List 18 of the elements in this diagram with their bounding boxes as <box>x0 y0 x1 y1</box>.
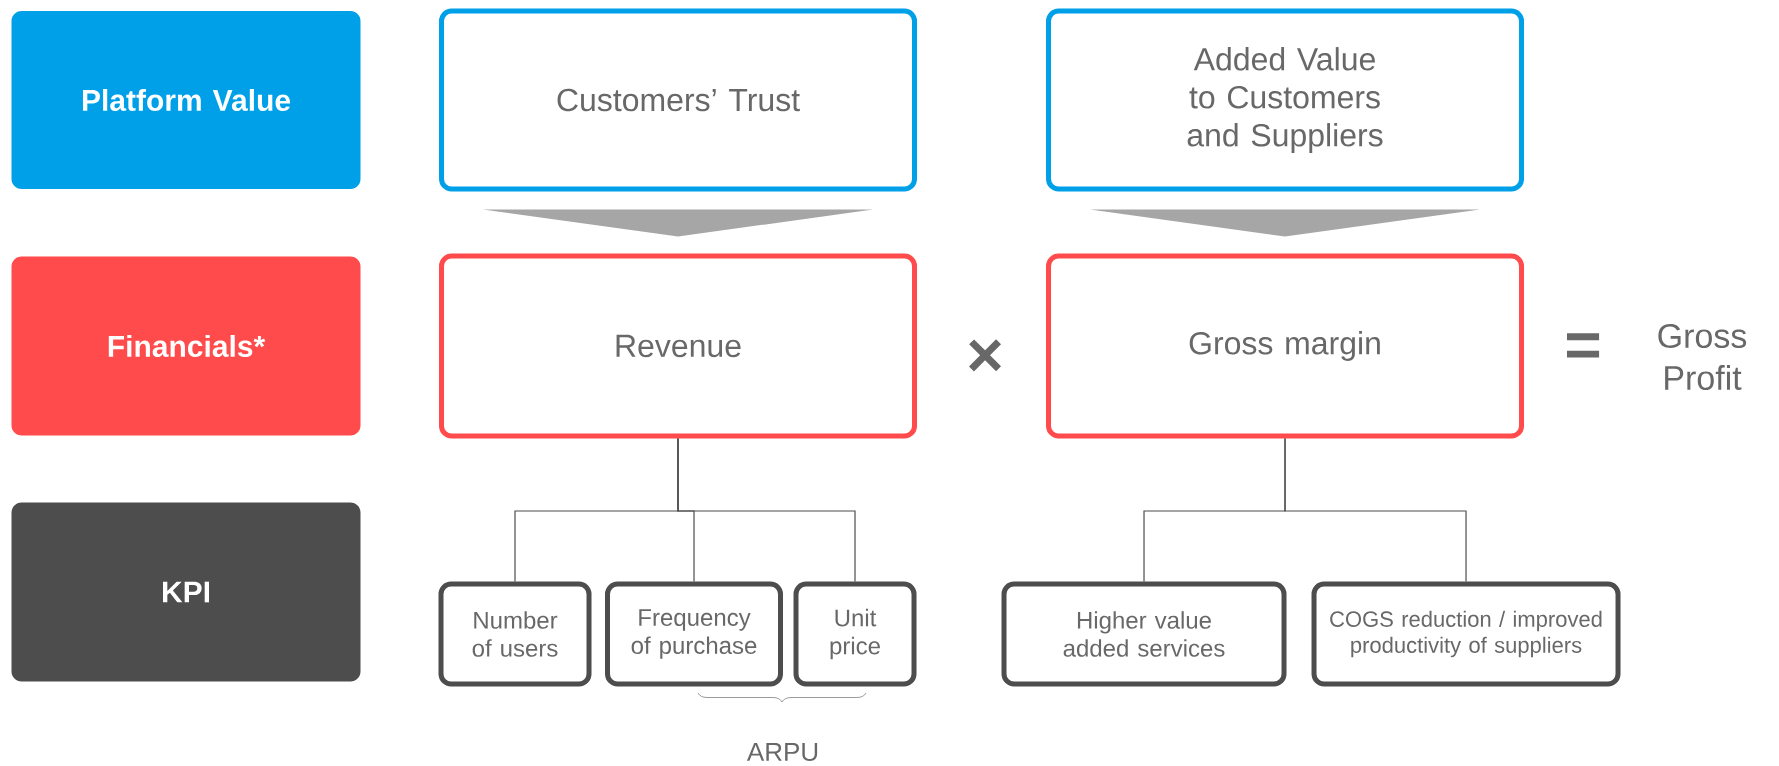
text-box: Customers’ Trust <box>439 8 917 192</box>
text-box: Unit price <box>793 581 917 687</box>
bracket-label: ARPU <box>746 742 818 762</box>
text-box: Added Value to Customers and Suppliers <box>1046 8 1524 192</box>
text-box: COGS reduction / improved productivity of suppliers <box>1311 581 1621 687</box>
multiply-sign: × <box>969 339 1001 372</box>
text-box: Frequency of purchase <box>605 581 783 687</box>
text-box: Revenue <box>439 253 917 439</box>
row-label-box: Platform Value <box>11 11 361 189</box>
text-box: Number of users <box>438 581 592 687</box>
row-label-box: Financials* <box>11 256 361 436</box>
connector-line <box>677 437 856 583</box>
text-box: Higher value added services <box>1001 581 1287 687</box>
connector-line <box>1284 437 1467 583</box>
text-box: Gross margin <box>1046 253 1524 439</box>
equals-sign: = <box>1567 333 1600 358</box>
result-text: Gross Profit <box>1658 323 1747 391</box>
row-label-box: KPI <box>11 502 361 682</box>
